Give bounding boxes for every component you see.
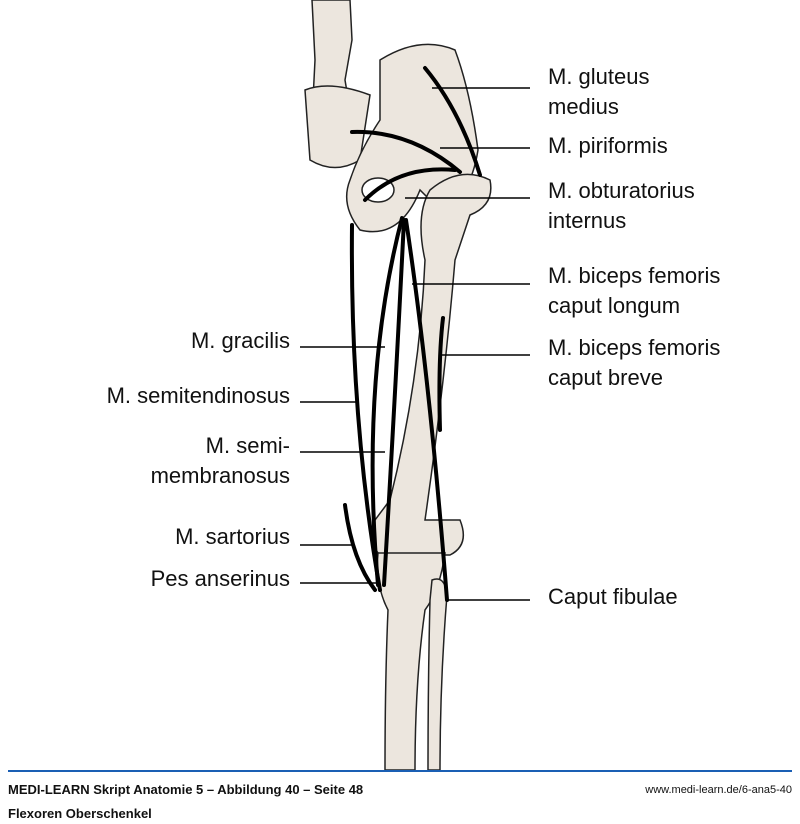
label-caput-fibulae: Caput fibulae <box>548 584 678 609</box>
gluteus-medius-muscle <box>423 66 482 177</box>
label-sartorius: M. sartorius <box>175 524 290 549</box>
fibula <box>427 578 448 770</box>
muscles <box>343 66 482 602</box>
label-gracilis: M. gracilis <box>190 328 290 353</box>
leader-lines <box>300 87 530 601</box>
biceps-femoris-short-muscle <box>437 316 445 432</box>
bones <box>304 0 492 770</box>
piriformis-muscle <box>350 129 462 174</box>
footer-subtitle: Flexoren Oberschenkel <box>8 806 152 821</box>
footer-title: MEDI-LEARN Skript Anatomie 5 – Abbildung… <box>8 782 364 797</box>
label-semitendinosus: M. semitendinosus <box>106 383 290 408</box>
obturatorius-muscle <box>363 167 457 202</box>
femur <box>370 173 492 556</box>
semitendinosus-muscle <box>370 216 404 587</box>
label-pes-anserinus: Pes anserinus <box>150 566 290 591</box>
semimembranosus-muscle <box>382 218 406 587</box>
footer-divider <box>8 770 792 772</box>
label-piriformis: M. piriformis <box>548 133 668 158</box>
leg-anatomy-illustration <box>300 0 530 770</box>
sacrum <box>304 85 371 169</box>
footer-url[interactable]: www.medi-learn.de/6-ana5-40 <box>645 784 792 796</box>
label-semimembranosus: M. semi-membranosus <box>150 433 290 488</box>
biceps-femoris-long-muscle <box>404 218 449 602</box>
gracilis-muscle <box>349 223 382 592</box>
